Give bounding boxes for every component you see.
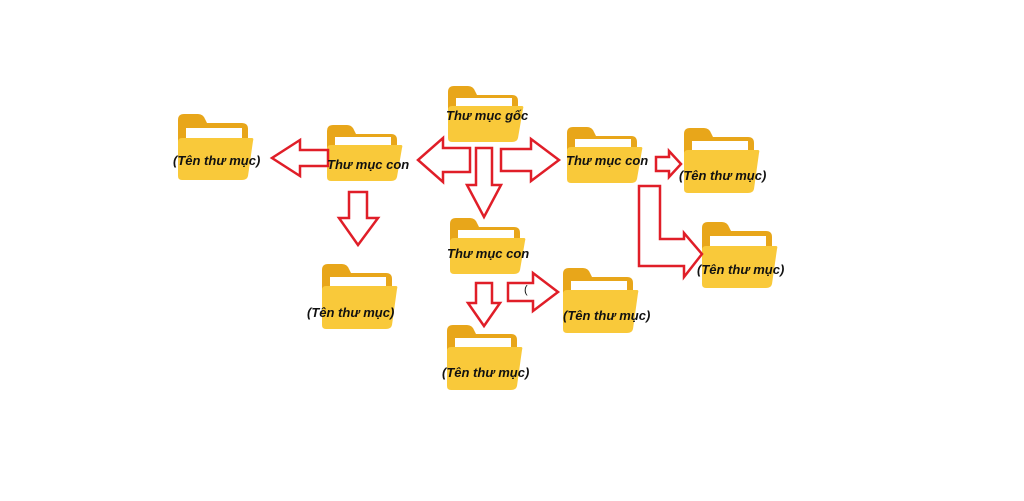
- arrow-child-left-to-leaf: [269, 137, 330, 179]
- arrow-root-to-child-middle: [464, 146, 504, 220]
- leaf-far-left-label: (Tên thư mục): [173, 153, 261, 168]
- child-middle-folder-label: Thư mục con: [447, 246, 530, 261]
- child-right-folder-label: Thư mục con: [566, 153, 649, 168]
- folder-icon-root: [448, 86, 524, 142]
- arrow-child-left-down-to-leaf: [336, 190, 381, 248]
- folder-icon-leaf-right-top: [684, 128, 760, 193]
- stray-paren-mark: (: [524, 284, 528, 296]
- leaf-middle-below-label: (Tên thư mục): [442, 365, 530, 380]
- arrow-child-middle-down-to-leaf: [465, 281, 503, 329]
- folder-icon-leaf-left-below: [322, 264, 398, 329]
- folder-icon-child-left: [327, 125, 403, 181]
- folder-icon-leaf-middle-below: [447, 325, 523, 390]
- arrow-root-to-child-left: [416, 135, 472, 185]
- folder-icon-child-right: [567, 127, 643, 183]
- arrow-child-right-to-leaf: [654, 147, 683, 181]
- folder-icon-child-middle: [450, 218, 526, 274]
- arrow-child-middle-to-leaf-right: [506, 270, 561, 314]
- folder-icon-leaf-middle-right: [563, 268, 639, 333]
- leaf-left-below-label: (Tên thư mục): [307, 305, 395, 320]
- arrow-root-to-child-right: [499, 136, 562, 184]
- root-folder-label: Thư mục gốc: [446, 108, 529, 123]
- folder-icon-leaf-right-bottom: [702, 222, 778, 288]
- arrow-child-right-bent-to-leaf: [637, 184, 704, 281]
- child-left-folder-label: Thư mục con: [327, 157, 410, 172]
- leaf-middle-right-label: (Tên thư mục): [563, 308, 651, 323]
- folder-icon-leaf-far-left: [178, 114, 254, 180]
- leaf-right-top-label: (Tên thư mục): [679, 168, 767, 183]
- leaf-right-bottom-label: (Tên thư mục): [697, 262, 785, 277]
